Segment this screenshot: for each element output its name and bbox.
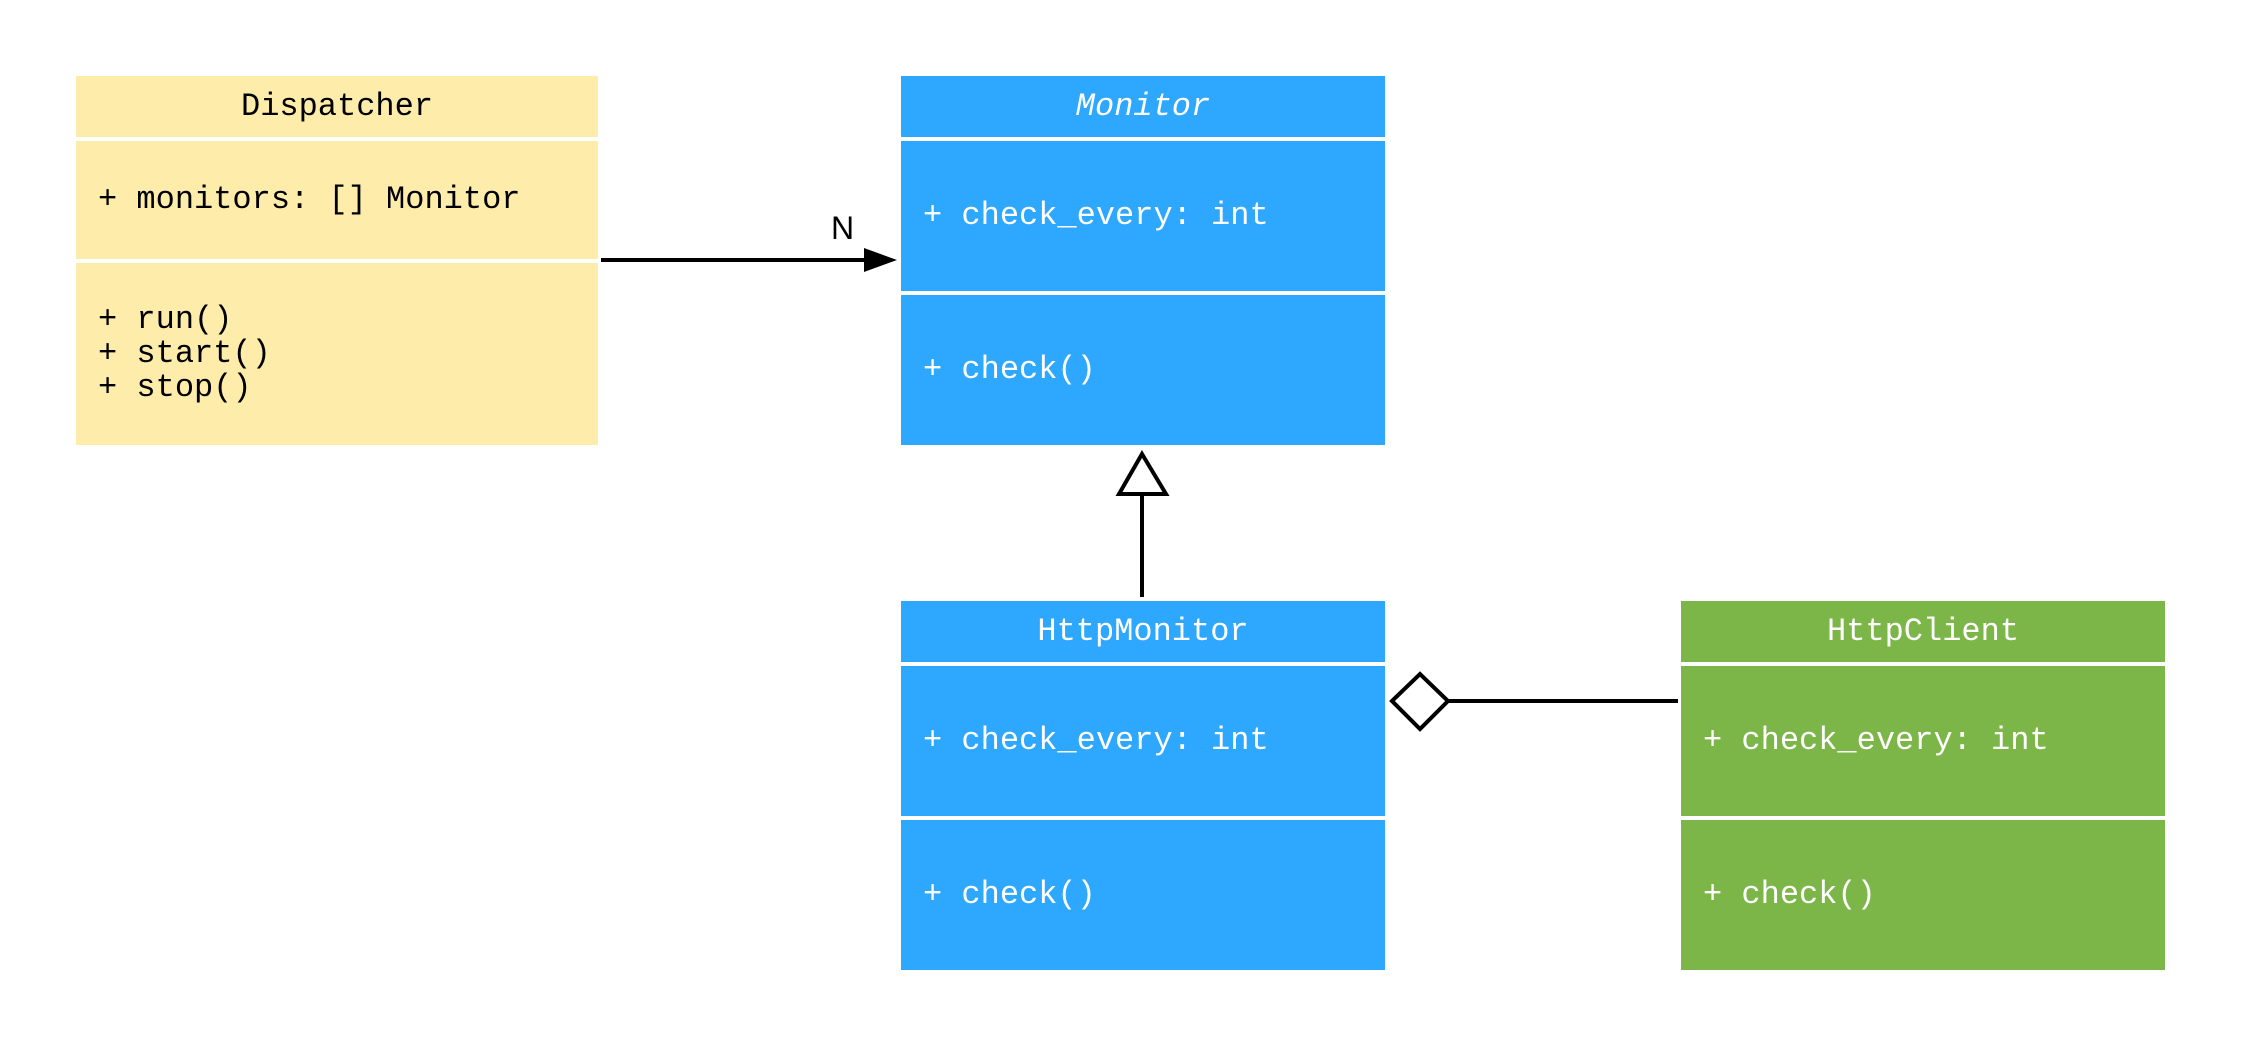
attribute: + check_every: int <box>1703 722 2049 759</box>
attribute: + monitors: [] Monitor <box>98 181 521 218</box>
multiplicity-label: N <box>831 210 855 246</box>
methods-section: + check() <box>901 820 1385 970</box>
class-name: HttpMonitor <box>901 601 1385 662</box>
method: + check() <box>923 876 1096 913</box>
methods-section: + check() <box>1681 820 2165 970</box>
method: + check() <box>1703 876 1876 913</box>
class-http-client[interactable]: HttpClient + check_every: int + check() <box>1681 601 2165 970</box>
class-name: HttpClient <box>1681 601 2165 662</box>
generalization-arrow <box>1115 450 1170 597</box>
association-arrow <box>601 248 897 272</box>
aggregation-connector <box>1389 671 1678 732</box>
method: + check() <box>923 351 1096 388</box>
methods-section: + run() + start() + stop() <box>76 263 598 445</box>
class-name: Dispatcher <box>76 76 598 137</box>
attributes-section: + check_every: int <box>901 141 1385 291</box>
class-name: Monitor <box>901 76 1385 137</box>
method: + start() <box>98 335 271 372</box>
class-dispatcher[interactable]: Dispatcher + monitors: [] Monitor + run(… <box>76 76 598 445</box>
class-monitor[interactable]: Monitor + check_every: int + check() <box>901 76 1385 445</box>
attributes-section: + check_every: int <box>1681 666 2165 816</box>
attribute: + check_every: int <box>923 197 1269 234</box>
class-http-monitor[interactable]: HttpMonitor + check_every: int + check() <box>901 601 1385 970</box>
method: + run() <box>98 301 233 338</box>
attributes-section: + check_every: int <box>901 666 1385 816</box>
attributes-section: + monitors: [] Monitor <box>76 141 598 259</box>
method: + stop() <box>98 369 252 406</box>
methods-section: + check() <box>901 295 1385 445</box>
attribute: + check_every: int <box>923 722 1269 759</box>
